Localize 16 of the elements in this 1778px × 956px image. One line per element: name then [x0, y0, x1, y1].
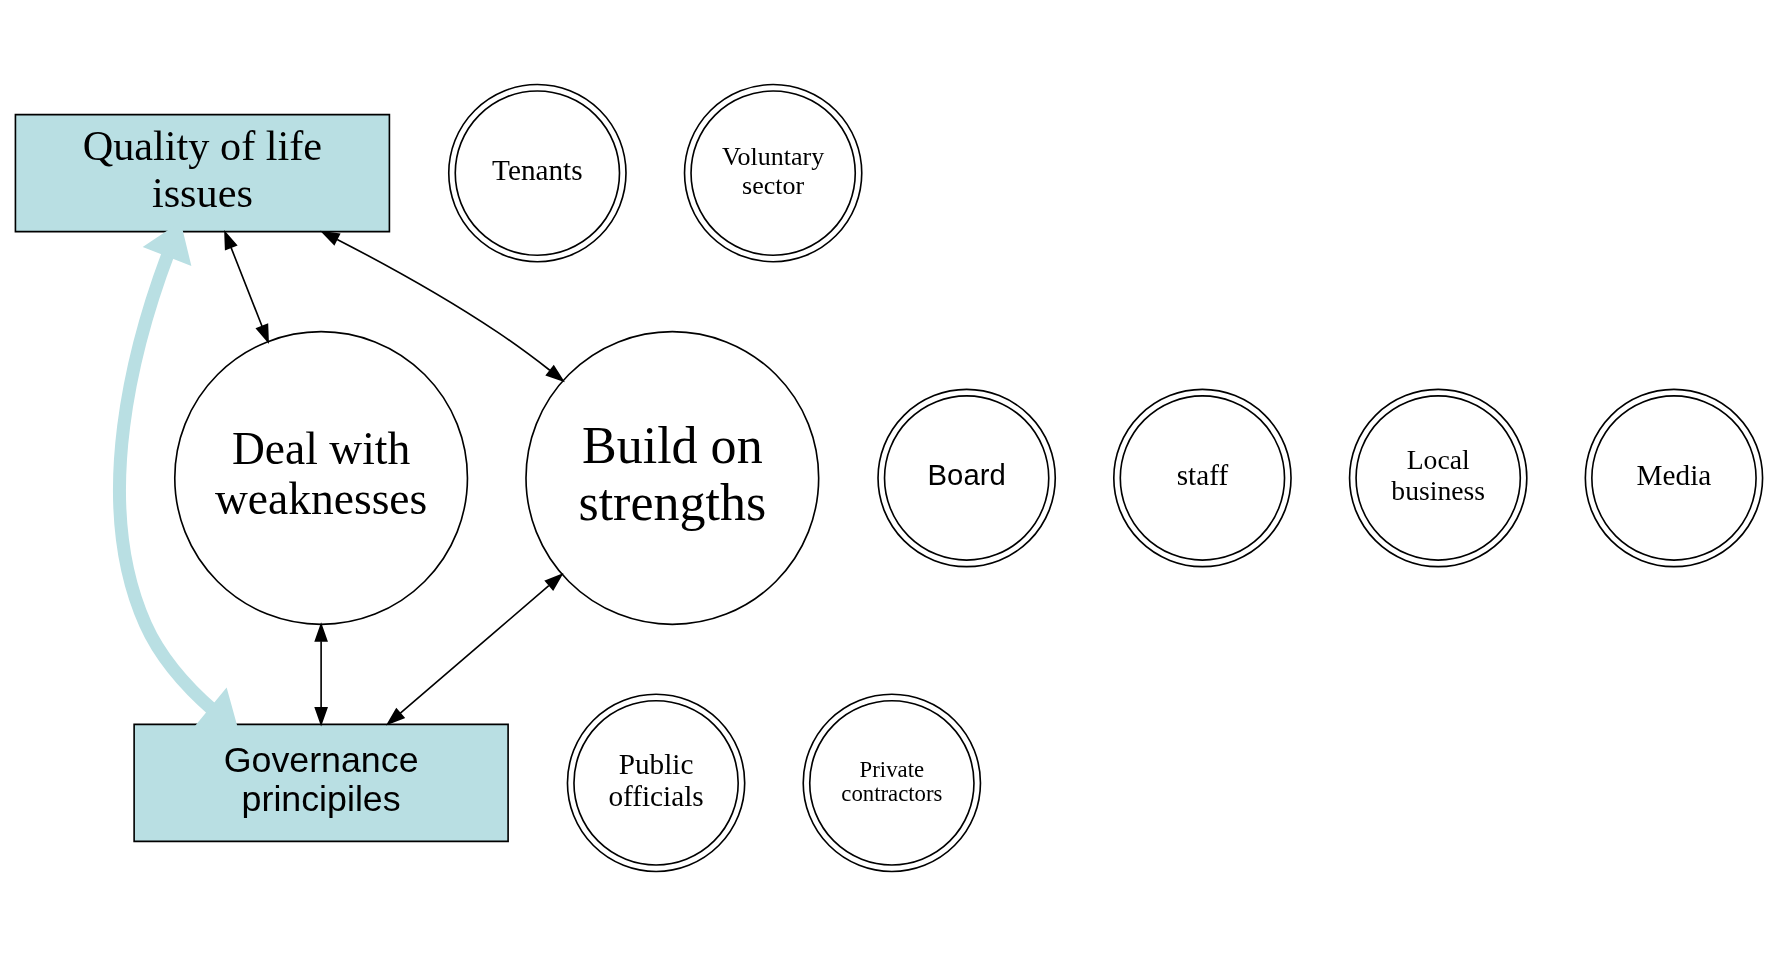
- node-circle: Deal with weaknesses: [173, 330, 469, 626]
- node-circle: staff: [1113, 388, 1292, 568]
- node-box: Governance principiles: [133, 723, 509, 843]
- arrow: [224, 229, 269, 344]
- arrow: [385, 573, 564, 726]
- node-circle: Local business: [1348, 388, 1528, 568]
- node-circle: Private contractors: [802, 693, 982, 873]
- node-circle: Board: [877, 388, 1057, 568]
- node-circle: Media: [1584, 388, 1764, 568]
- node-circle: Voluntary sector: [683, 83, 863, 263]
- arrow: [314, 622, 328, 727]
- node-circle: Build on strengths: [525, 330, 820, 626]
- node-box: Quality of life issues: [14, 113, 391, 233]
- arrow: [320, 230, 565, 383]
- node-circle: Public officials: [566, 693, 746, 873]
- node-circle: Tenants: [447, 83, 627, 263]
